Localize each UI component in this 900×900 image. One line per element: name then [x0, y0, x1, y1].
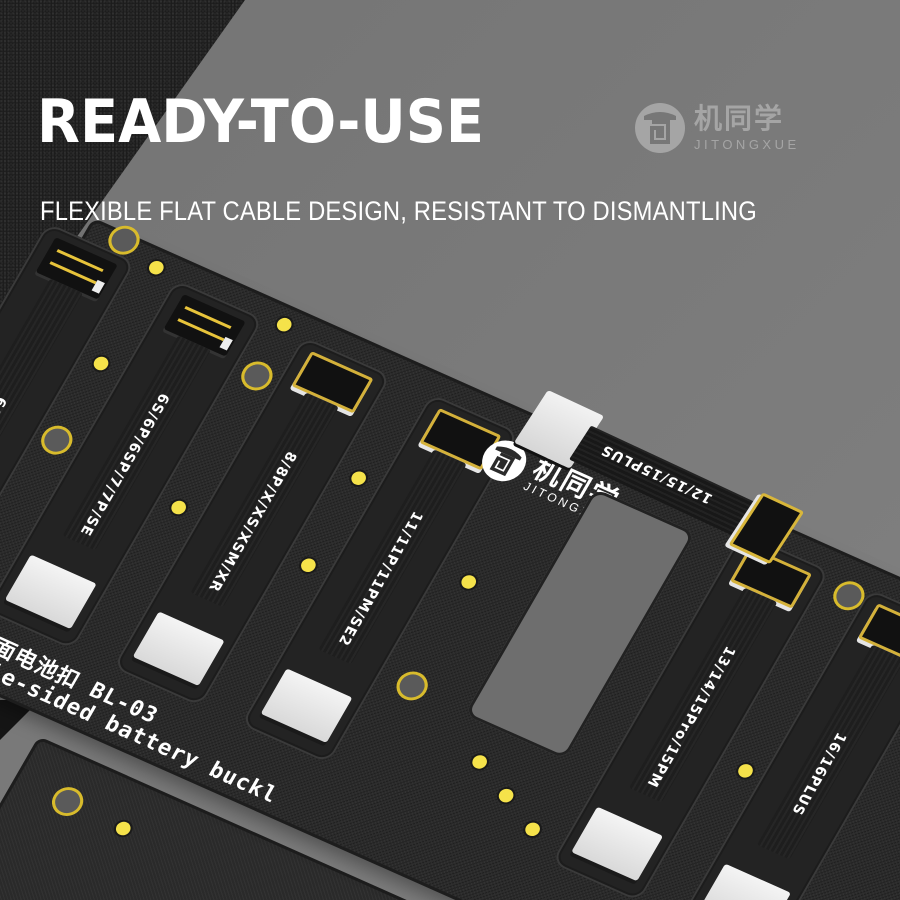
slot-label: 8/8P/X/XS/XSM/XR	[204, 448, 300, 595]
mounting-hole	[46, 782, 89, 821]
test-point	[522, 820, 543, 839]
test-point	[496, 786, 517, 805]
mounting-hole	[35, 420, 79, 460]
pcb-board: 6G 6S/6P/6SP/7/7P/SE 8/8P/X/XS/XSM/XR	[0, 221, 900, 900]
contact-pad	[571, 806, 664, 882]
test-point	[274, 315, 295, 334]
test-point	[146, 258, 167, 277]
subheadline: FLEXIBLE FLAT CABLE DESIGN, RESISTANT TO…	[40, 196, 757, 226]
test-point	[168, 498, 189, 517]
test-point	[469, 752, 490, 771]
board-logo: 机同学 JITONGXUE	[473, 433, 630, 531]
test-point	[735, 761, 756, 780]
jitongxue-logo-icon	[635, 103, 685, 153]
test-point	[348, 469, 369, 488]
slot-label: 6S/6P/6SP/7/7P/SE	[76, 390, 173, 539]
jitongxue-logo-icon	[482, 440, 527, 482]
contact-pad	[132, 611, 225, 687]
contact-pad	[4, 554, 97, 630]
test-point	[113, 819, 134, 838]
mounting-hole	[390, 666, 434, 706]
brand-watermark: 机同学 JITONGXUE	[634, 102, 800, 154]
headline: READY-TO-USE	[37, 87, 485, 157]
test-point	[298, 556, 319, 575]
brand-name-en: JITONGXUE	[694, 136, 800, 152]
slot-label: 13/14/15Pro/15PM	[642, 643, 739, 790]
test-point	[91, 354, 111, 373]
contact-pad	[260, 668, 353, 743]
contact-pad	[699, 863, 792, 900]
slot-label: 11/11P/11PM/SE2	[334, 508, 426, 649]
brand-name-cn: 机同学	[694, 101, 785, 135]
test-point	[458, 572, 479, 591]
